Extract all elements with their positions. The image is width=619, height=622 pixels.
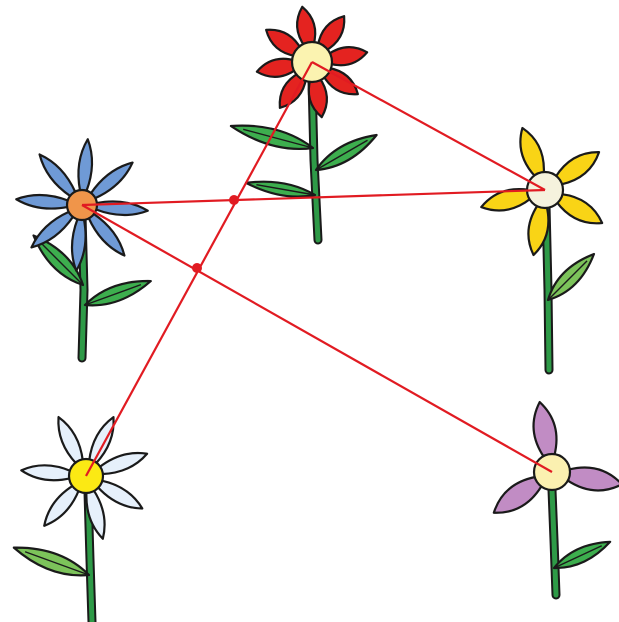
blue-flower-petal-7	[16, 195, 68, 209]
white-flower-petal-6	[44, 485, 79, 526]
white-flower-petal-4	[97, 480, 142, 508]
intersection-dot-lower	[192, 263, 202, 273]
white-flower-petal-2	[89, 417, 113, 464]
white-flower	[14, 417, 147, 622]
line-blue-to-purple	[82, 205, 552, 472]
purple-flower-petal-1	[534, 402, 557, 457]
flowers-layer	[14, 7, 619, 622]
intersection-dot-upper	[229, 195, 239, 205]
yellow-flower-petal-3	[557, 194, 603, 223]
purple-flower-petal-3	[494, 477, 542, 513]
purple-flower-petal-2	[567, 468, 619, 491]
blue-flower-petal-6	[31, 212, 73, 248]
blue-flower-petal-1	[78, 139, 92, 191]
yellow-flower-leaf-vein	[548, 261, 587, 300]
yellow-flower-petal-1	[520, 128, 544, 177]
yellow-flower-petal-2	[555, 152, 599, 184]
white-flower-petal-7	[21, 465, 71, 480]
blue-flower	[16, 139, 151, 358]
line-red-to-yellow	[312, 62, 545, 190]
red-flower	[231, 7, 377, 240]
blue-flower-petal-2	[91, 163, 133, 199]
blue-flower-petal-8	[40, 154, 76, 196]
white-flower-petal-1	[58, 417, 82, 464]
purple-flower	[494, 402, 619, 595]
white-flower-petal-3	[99, 453, 147, 474]
red-flower-leaf-right-vein	[316, 140, 368, 170]
